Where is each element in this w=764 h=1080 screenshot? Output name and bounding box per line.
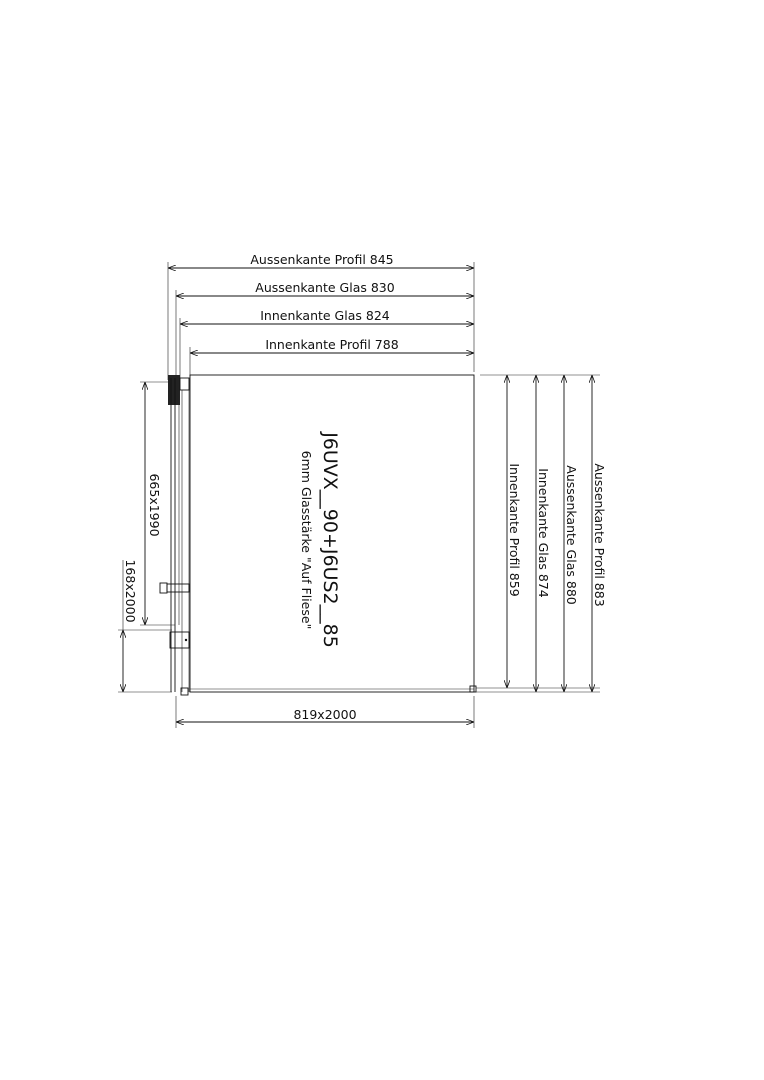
- dimension-label: Innenkante Glas 824: [260, 308, 390, 323]
- dimension-innenkante-glas-824: Innenkante Glas 824: [180, 308, 474, 324]
- dimension-aussenkante-glas-830: Aussenkante Glas 830: [176, 280, 474, 296]
- dimension-innenkante-glas-874: Innenkante Glas 874: [536, 375, 551, 692]
- corner-bracket: [469, 685, 477, 693]
- door-handle: [159, 582, 168, 594]
- dimension-label: Innenkante Profil 859: [507, 463, 522, 596]
- dimension-width-819x2000: 819x2000: [175, 696, 475, 728]
- dimension-label: 168x2000: [123, 559, 138, 622]
- dimension-label: Aussenkante Glas 830: [255, 280, 394, 295]
- top-hinge: [168, 375, 180, 405]
- dimension-label: Aussenkante Profil 845: [250, 252, 393, 267]
- dimension-door-665x1990: 665x1990: [140, 381, 175, 626]
- enclosure-outline: [189, 374, 600, 693]
- dimension-innenkante-profil-788: Innenkante Profil 788: [190, 337, 474, 353]
- dimension-aussenkante-profil-845: Aussenkante Profil 845: [168, 252, 474, 268]
- mid-bracket: [169, 631, 190, 649]
- dimension-aussenkante-profil-883: Aussenkante Profil 883: [592, 375, 607, 692]
- dimension-label: 665x1990: [147, 473, 162, 536]
- dimension-aussenkante-glas-880: Aussenkante Glas 880: [564, 375, 579, 692]
- model-label: J6UVX__90+J6US2__85: [319, 431, 341, 648]
- dimension-label: 819x2000: [293, 707, 356, 722]
- top-extension-lines: [167, 262, 475, 380]
- dimension-innenkante-profil-859: Innenkante Profil 859: [507, 375, 522, 688]
- dimension-label: Innenkante Glas 874: [536, 468, 551, 598]
- dimension-label: Aussenkante Profil 883: [592, 463, 607, 606]
- glass-note-label: 6mm Glasstärke "Auf Fliese": [299, 451, 314, 630]
- left-profile: [159, 375, 190, 696]
- dimension-fixed-168x2000: 168x2000: [118, 559, 172, 693]
- dimension-label: Innenkante Profil 788: [265, 337, 398, 352]
- dimension-label: Aussenkante Glas 880: [564, 465, 579, 604]
